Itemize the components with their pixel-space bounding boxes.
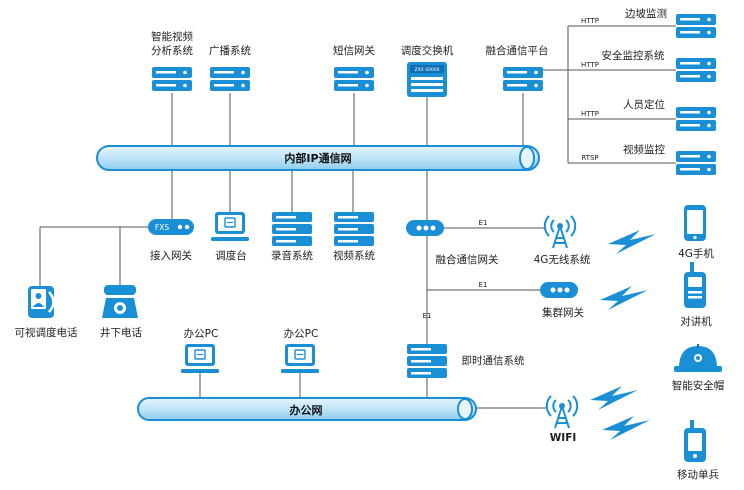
office-pc-label: 办公PC	[184, 327, 219, 340]
wifi-label: WIFI	[550, 432, 577, 444]
video-system-node: 视频系统	[333, 212, 375, 262]
video-monitor-label: 视频监控	[623, 143, 665, 156]
fusion-platform-label: 融合通信平台	[486, 44, 549, 57]
mobile-device-icon	[684, 420, 706, 462]
server-icon	[334, 212, 374, 246]
safety-monitor-label: 安全监控系统	[602, 49, 665, 62]
server-icon	[210, 67, 250, 91]
wireless-4g-label: 4G无线系统	[534, 253, 591, 266]
mobile-soldier-node: 移动单兵	[677, 420, 719, 481]
wireless-4g-node: 4G无线系统	[534, 215, 591, 266]
server-icon	[152, 67, 192, 91]
signal-bolt-icon	[590, 386, 638, 410]
underground-phone-node: 井下电话	[100, 285, 142, 339]
signal-bolt-icon	[600, 286, 648, 310]
internal-network-label: 内部IP通信网	[284, 151, 351, 165]
video-phone-icon	[28, 286, 55, 318]
office-network: 办公网	[137, 397, 477, 421]
server-icon	[676, 58, 716, 82]
gateway-icon	[540, 282, 578, 298]
e1-link-label: E1	[479, 219, 488, 227]
personnel-label: 人员定位	[623, 98, 665, 111]
server-icon	[676, 151, 716, 175]
dispatch-switch-label: 调度交换机	[401, 44, 454, 57]
wifi-antenna-icon	[545, 395, 579, 429]
http-link-label: HTTP	[581, 17, 599, 25]
gateway-icon	[148, 219, 194, 235]
office-pc-node-2: 办公PC	[280, 327, 320, 374]
recording-node: 录音系统	[271, 212, 313, 262]
wifi-node: WIFI	[545, 395, 579, 444]
smart-video-analysis-node: 智能视频 分析系统	[151, 30, 193, 91]
smart-video-label-line1: 智能视频	[151, 30, 193, 43]
fxs-label: FXS	[155, 223, 169, 232]
server-icon	[503, 67, 543, 91]
computer-icon	[280, 343, 320, 374]
server-icon	[676, 14, 716, 38]
walkie-talkie-node: 对讲机	[680, 262, 712, 328]
dispatch-switch-node: ZXX S0000 调度交换机	[401, 44, 454, 97]
antenna-icon	[543, 215, 577, 249]
http-link-label: HTTP	[581, 110, 599, 118]
trunk-gateway-label: 集群网关	[542, 306, 584, 319]
mobile-soldier-label: 移动单兵	[677, 468, 719, 481]
video-monitor-node: 视频监控 RTSP	[581, 143, 716, 175]
http-link-label: HTTP	[581, 61, 599, 69]
e1-link-label: E1	[423, 312, 432, 320]
rtsp-link-label: RTSP	[581, 154, 598, 162]
underground-phone-label: 井下电话	[100, 326, 142, 339]
telephone-icon	[102, 285, 138, 318]
computer-icon	[180, 343, 220, 374]
walkie-talkie-icon	[684, 262, 706, 308]
slope-monitor-node: 边坡监测 HTTP	[581, 7, 716, 38]
office-pc-label: 办公PC	[284, 327, 319, 340]
sms-gateway-label: 短信网关	[333, 44, 375, 57]
safety-monitor-node: 安全监控系统 HTTP	[581, 49, 716, 82]
gateway-icon	[406, 220, 444, 236]
server-icon	[676, 107, 716, 131]
video-system-label: 视频系统	[333, 249, 375, 262]
signal-bolt-icon	[602, 416, 650, 440]
fusion-platform-node: 融合通信平台	[486, 44, 549, 91]
switch-panel-text: ZXX S0000	[415, 67, 440, 73]
switch-icon	[407, 62, 447, 97]
slope-monitor-label: 边坡监测	[625, 7, 667, 20]
monitor-icon	[210, 211, 250, 242]
personnel-location-node: 人员定位 HTTP	[581, 98, 716, 131]
im-system-node: 即时通信系统	[407, 344, 525, 378]
dispatch-desk-label: 调度台	[215, 249, 247, 262]
fusion-gateway-label: 融合通信网关	[436, 253, 499, 266]
fusion-gateway-node: 融合通信网关 E1 E1 E1	[406, 219, 499, 320]
smart-helmet-label: 智能安全帽	[672, 379, 725, 392]
access-gateway-node: FXS 接入网关	[148, 219, 194, 262]
helmet-icon	[674, 344, 722, 372]
e1-link-label: E1	[479, 281, 488, 289]
sms-gateway-node: 短信网关	[333, 44, 375, 91]
access-gateway-label: 接入网关	[150, 249, 192, 262]
connection-lines	[39, 25, 676, 409]
phone-4g-node: 4G手机	[678, 205, 714, 260]
smart-helmet-node: 智能安全帽	[672, 344, 725, 392]
broadcast-label: 广播系统	[209, 44, 251, 57]
smartphone-icon	[684, 205, 706, 241]
server-icon	[407, 344, 447, 378]
dispatch-desk-node: 调度台	[210, 211, 250, 262]
broadcast-node: 广播系统	[209, 44, 251, 91]
phone-4g-label: 4G手机	[678, 247, 714, 260]
office-network-label: 办公网	[290, 403, 323, 417]
internal-ip-network: 内部IP通信网	[96, 145, 540, 171]
signal-bolt-icon	[608, 230, 656, 254]
recording-label: 录音系统	[271, 249, 313, 262]
walkie-talkie-label: 对讲机	[680, 315, 712, 328]
im-system-label: 即时通信系统	[462, 354, 525, 367]
server-icon	[334, 67, 374, 91]
office-pc-node-1: 办公PC	[180, 327, 220, 374]
smart-video-label-line2: 分析系统	[151, 44, 193, 57]
video-phone-node: 可视调度电话	[15, 286, 78, 339]
video-phone-label: 可视调度电话	[15, 326, 78, 339]
server-icon	[272, 212, 312, 246]
trunk-gateway-node: 集群网关	[540, 282, 584, 319]
